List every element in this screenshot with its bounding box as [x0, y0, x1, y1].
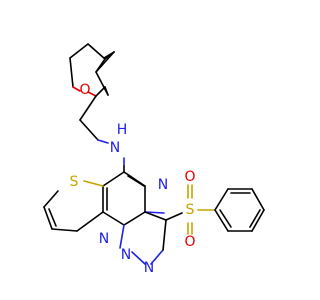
atom-label-thiophene-sulfur: S: [70, 174, 79, 190]
bond: [150, 249, 164, 265]
bond: [131, 251, 146, 265]
phenylsulfonyl-group: [165, 184, 265, 235]
atom-label-ring-oxygen: O: [79, 82, 90, 98]
atom-label-sulfonyl-oxygen-bottom: O: [184, 234, 195, 250]
bond: [144, 211, 165, 214]
atom-label-bridge-nitrogen: N: [99, 231, 109, 247]
atom-label-triazole-nitrogen-b: N: [144, 260, 154, 276]
bond: [69, 43, 89, 59]
bond: [165, 212, 183, 221]
atom-label-triazole-nitrogen-a: N: [121, 247, 131, 263]
molecule-svg: N H O S N N N N S O O: [0, 0, 300, 300]
bond: [69, 57, 74, 88]
bond: [83, 180, 104, 187]
bond: [43, 190, 59, 208]
bond: [144, 211, 167, 221]
bond: [162, 219, 167, 251]
bond: [214, 209, 229, 232]
bond: [79, 95, 97, 121]
bond: [87, 91, 97, 97]
bond: [102, 171, 125, 187]
atom-label-pyrimidine-nitrogen: N: [158, 177, 168, 193]
atom-label-h: H: [117, 122, 128, 138]
bond: [51, 228, 78, 232]
atom-label-sulfonyl-oxygen-top: O: [184, 169, 195, 185]
bond: [95, 58, 106, 73]
atom-label-sulfonyl-sulfur: S: [186, 202, 195, 218]
triazole-ring: [119, 211, 167, 265]
bond: [251, 209, 265, 232]
bond: [127, 175, 145, 187]
bond: [87, 43, 106, 60]
bond: [219, 209, 232, 228]
bond: [123, 211, 146, 226]
bond: [119, 224, 125, 249]
bond: [249, 209, 261, 228]
fused-core: [43, 171, 146, 232]
bond: [95, 86, 106, 97]
bond: [48, 208, 57, 227]
bond: [97, 139, 109, 144]
bond: [214, 188, 229, 211]
atom-label-nh: N: [110, 140, 120, 156]
bond: [79, 119, 99, 141]
bond: [76, 211, 104, 232]
bond: [43, 206, 53, 230]
bond: [72, 86, 81, 92]
background: [0, 0, 300, 300]
bond: [104, 51, 115, 60]
bond: [251, 188, 265, 211]
bond: [102, 211, 125, 226]
tetrahydrofuran-ring: [69, 43, 115, 97]
molecule-structure: N H O S N N N N S O O: [0, 0, 300, 300]
amine-linker: [79, 95, 125, 173]
bond: [104, 86, 109, 96]
